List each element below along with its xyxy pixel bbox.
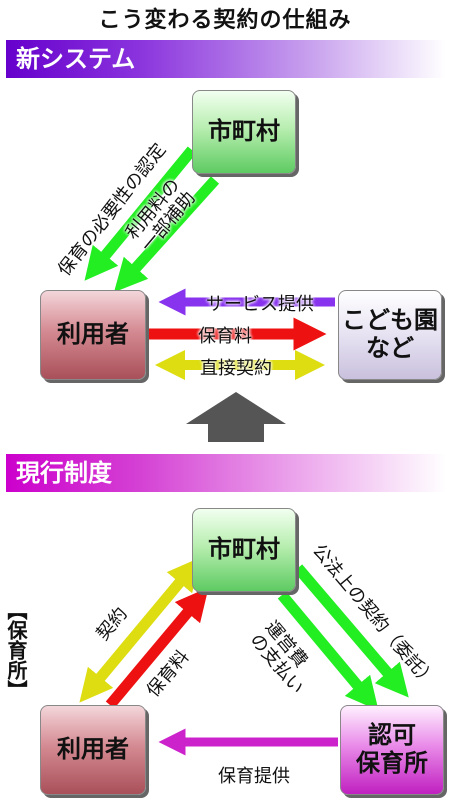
arrow-certification (84, 146, 197, 281)
new-user-box: 利用者 (40, 290, 146, 380)
arrow-contract-current (79, 557, 201, 703)
page-title: こう変わる契約の仕組み (98, 8, 352, 33)
new-provider-box: こども園 など (338, 290, 442, 380)
arrow-subsidy (113, 176, 220, 293)
current-system-banner-label: 現行制度 (16, 459, 112, 487)
new-provider-label-1: こども園 (342, 306, 438, 335)
new-user-label: 利用者 (57, 320, 129, 349)
current-user-box: 利用者 (40, 705, 146, 795)
side-label-nursery: 【保育所】 (4, 600, 28, 700)
current-provider-label-2: 保育所 (356, 749, 428, 777)
current-user-label: 利用者 (57, 735, 129, 764)
new-municipality-label: 市町村 (208, 117, 280, 146)
label-direct-contract: 直接契約 (200, 358, 272, 379)
new-municipality-box: 市町村 (192, 90, 296, 174)
label-care-provision: 保育提供 (218, 766, 290, 787)
new-system-banner-label: 新システム (16, 45, 136, 73)
arrow-operating-cost (277, 591, 379, 711)
current-system-banner: 現行制度 (6, 454, 446, 492)
arrow-fee-current (105, 587, 209, 709)
current-municipality-box: 市町村 (192, 508, 296, 592)
label-fee-new: 保育料 (198, 326, 252, 347)
new-system-banner: 新システム (6, 40, 446, 78)
current-provider-box: 認可 保育所 (340, 705, 444, 795)
current-provider-label-1: 認可 (368, 721, 416, 750)
current-municipality-label: 市町村 (208, 535, 280, 564)
arrow-public-contract (293, 564, 409, 698)
new-provider-label-2: など (366, 334, 414, 362)
transition-arrow (186, 392, 286, 442)
label-service: サービス提供 (206, 294, 314, 315)
